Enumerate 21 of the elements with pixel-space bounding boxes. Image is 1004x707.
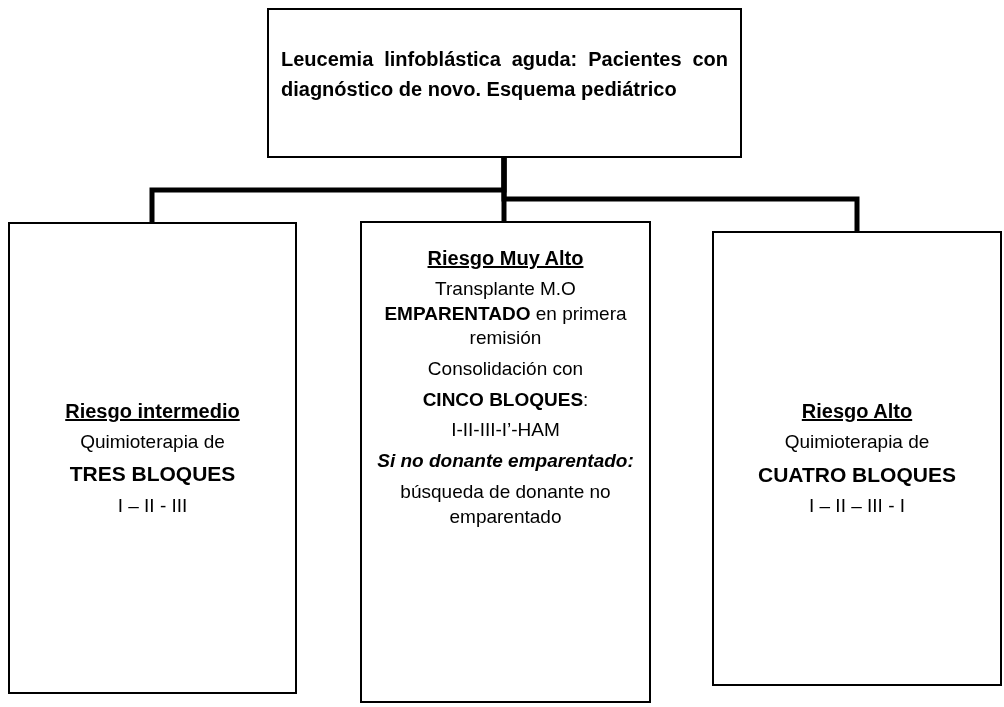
box-text: I – II – III - I <box>807 494 907 519</box>
box-text: búsqueda de donante no emparentado <box>399 479 612 529</box>
risk-heading: Riesgo Muy Alto <box>426 246 585 271</box>
risk-heading: Riesgo Alto <box>800 399 914 425</box>
connector-line <box>501 158 860 231</box>
risk-box <box>712 231 1002 686</box>
box-text: Quimioterapia de <box>783 430 931 455</box>
risk-box <box>360 221 651 703</box>
box-text: I-II-III-I’-HAM <box>450 418 561 443</box>
box-text: Leucemia linfoblástica aguda: Pacientes con diagnóstico de novo. Esquema pediátrico <box>281 47 728 102</box>
risk-box <box>8 222 297 694</box>
box-text: CINCO BLOQUES: <box>421 387 590 412</box>
title-box <box>267 8 742 158</box>
risk-heading: Riesgo intermedio <box>64 398 241 424</box>
box-text: CUATRO BLOQUES <box>757 461 957 488</box>
box-text: TRES BLOQUES <box>68 461 237 488</box>
box-text: Transplante M.O EMPARENTADO en primera remisión <box>383 277 628 351</box>
box-text: Consolidación con <box>426 357 585 382</box>
box-text: Si no donante emparentado: <box>376 449 635 474</box>
box-text: I – II - III <box>116 493 189 518</box>
box-text: Quimioterapia de <box>79 429 226 454</box>
